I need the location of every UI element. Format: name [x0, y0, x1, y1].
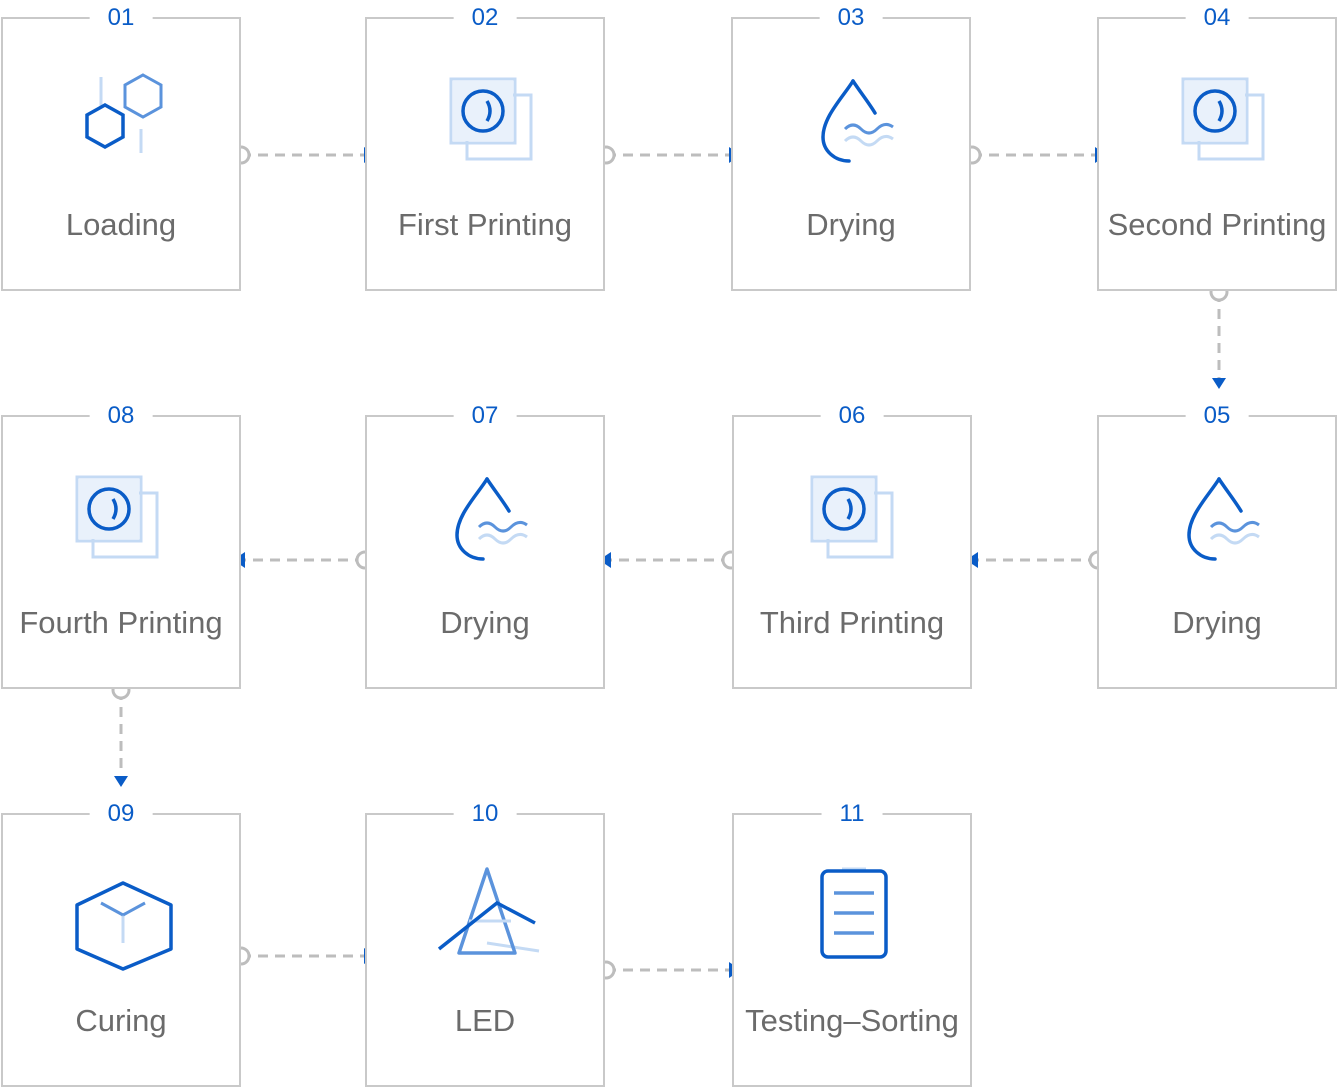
hexagons-icon [85, 73, 163, 153]
clipboard-icon [820, 867, 888, 959]
connector-01-02 [231, 145, 376, 165]
step-label: Loading [65, 207, 177, 242]
step-card-06: 06 Third Printing [732, 400, 972, 689]
step-card-09: 09 Curing [1, 798, 241, 1087]
step-card-01: 01 Loading [1, 2, 241, 291]
step-card-05: 05 Drying [1097, 400, 1337, 689]
step-card-02: 02 First Printing [365, 2, 605, 291]
connector-05-06 [966, 550, 1108, 570]
step-number: 03 [819, 2, 883, 34]
water-drop-icon [821, 79, 894, 163]
connector-07-08 [233, 550, 375, 570]
step-card-04: 04 Second Printing [1097, 2, 1337, 291]
print-sheet-icon [1181, 77, 1265, 161]
step-number: 06 [820, 400, 884, 432]
step-number: 05 [1185, 400, 1249, 432]
connector-02-03 [596, 145, 741, 165]
step-label: Drying [1172, 605, 1262, 640]
step-number: 02 [453, 2, 517, 34]
step-label: LED [454, 1003, 516, 1038]
step-card-07: 07 Drying [365, 400, 605, 689]
step-number: 10 [453, 798, 517, 830]
step-label: First Printing [398, 207, 572, 242]
step-number: 08 [89, 400, 153, 432]
print-sheet-icon [75, 475, 159, 559]
step-label: Testing–Sorting [745, 1003, 959, 1038]
connector-06-07 [599, 550, 741, 570]
step-number: 04 [1185, 2, 1249, 34]
step-label: Third Printing [759, 605, 945, 640]
water-drop-icon [455, 477, 528, 561]
step-card-11: 11 Testing–Sorting [732, 798, 972, 1087]
connector-08-09 [111, 680, 131, 787]
step-label: Drying [440, 605, 530, 640]
water-drop-icon [1187, 477, 1260, 561]
print-sheet-icon [449, 77, 533, 161]
step-number: 07 [453, 400, 517, 432]
print-sheet-icon [810, 475, 894, 559]
step-label: Second Printing [1107, 207, 1327, 242]
step-label: Fourth Printing [19, 605, 223, 640]
step-card-03: 03 Drying [731, 2, 971, 291]
connector-09-10 [231, 946, 376, 966]
step-label: Curing [75, 1003, 167, 1038]
connector-10-11 [596, 960, 741, 980]
connector-04-05 [1209, 282, 1229, 389]
connector-03-04 [962, 145, 1107, 165]
step-number: 09 [89, 798, 153, 830]
step-label: Drying [806, 207, 896, 242]
step-card-10: 10 LED [365, 798, 605, 1087]
cube-icon [75, 881, 173, 971]
step-number: 01 [89, 2, 153, 34]
step-card-08: 08 Fourth Printing [1, 400, 241, 689]
prism-icon [437, 867, 540, 955]
step-number: 11 [821, 798, 883, 830]
